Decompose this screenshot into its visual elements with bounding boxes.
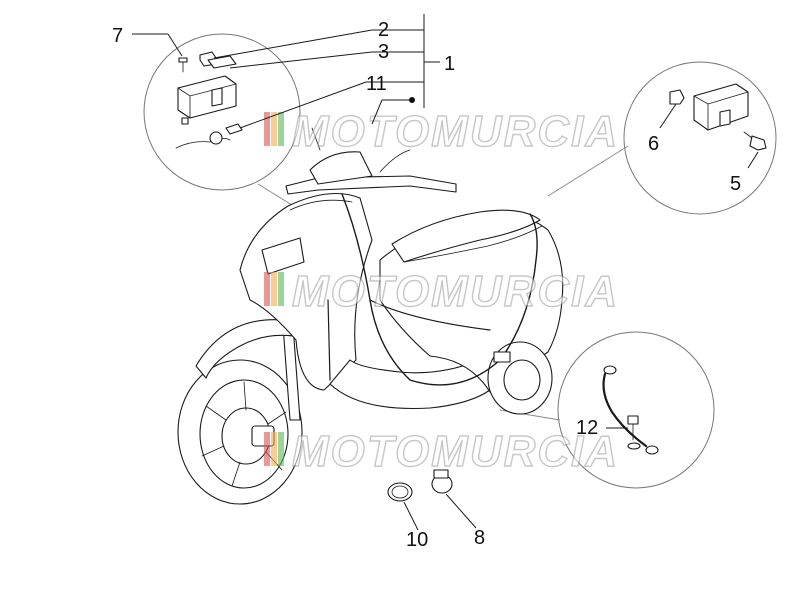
detail-circle-bottom-right <box>499 331 715 489</box>
watermark-row-1: MOTOMURCIA <box>264 106 619 157</box>
callout-labels: 1 2 3 11 7 6 5 12 10 8 <box>112 19 741 551</box>
connector-block <box>225 123 243 135</box>
callout-2: 2 <box>378 19 389 41</box>
washer <box>627 442 641 450</box>
watermark-row-3: MOTOMURCIA <box>264 426 619 477</box>
relay-box <box>693 83 749 131</box>
callout-6: 6 <box>648 133 659 155</box>
callout-11: 11 <box>366 73 387 95</box>
watermark-row-2: MOTOMURCIA <box>264 266 619 317</box>
seat <box>391 209 541 263</box>
callout-8: 8 <box>474 527 485 549</box>
box-lid-3 <box>207 55 237 69</box>
ring-terminal-bottom <box>645 445 659 455</box>
screw-head <box>178 57 188 63</box>
callout-7: 7 <box>112 25 123 47</box>
handlebar <box>285 175 457 195</box>
headset-cover <box>309 151 373 185</box>
bolt-5-head <box>749 135 767 151</box>
cable-tie-8 <box>431 469 453 494</box>
callout-12: 12 <box>576 417 598 439</box>
ring-terminal-top <box>603 365 617 375</box>
watermark-text: MOTOMURCIA <box>292 267 619 316</box>
callout-3: 3 <box>378 41 389 63</box>
watermark-text: MOTOMURCIA <box>292 427 619 476</box>
callout-5: 5 <box>730 173 741 195</box>
detail-circle-top-left <box>143 33 301 211</box>
watermark-text: MOTOMURCIA <box>292 107 619 156</box>
harness-connector <box>493 351 511 363</box>
callout-1: 1 <box>444 53 455 75</box>
detail-circle-top-right <box>547 61 777 215</box>
box-foot <box>181 117 189 125</box>
leader-dot <box>409 97 415 103</box>
wire-clamp <box>209 131 223 145</box>
bracket-6 <box>669 89 685 105</box>
brake-caliper <box>251 425 275 447</box>
battery-box <box>177 75 237 119</box>
relay-latch <box>719 109 731 127</box>
box-latch <box>211 87 223 107</box>
hose-clamp-10 <box>387 482 413 502</box>
wiring-harness <box>341 193 538 386</box>
headlight <box>261 237 305 275</box>
scooter-assembly <box>177 127 564 505</box>
leader-lines <box>132 14 759 531</box>
bolt-12-head <box>627 415 639 425</box>
callout-10: 10 <box>406 529 428 551</box>
front-body <box>239 193 373 391</box>
rear-hub <box>503 359 541 401</box>
